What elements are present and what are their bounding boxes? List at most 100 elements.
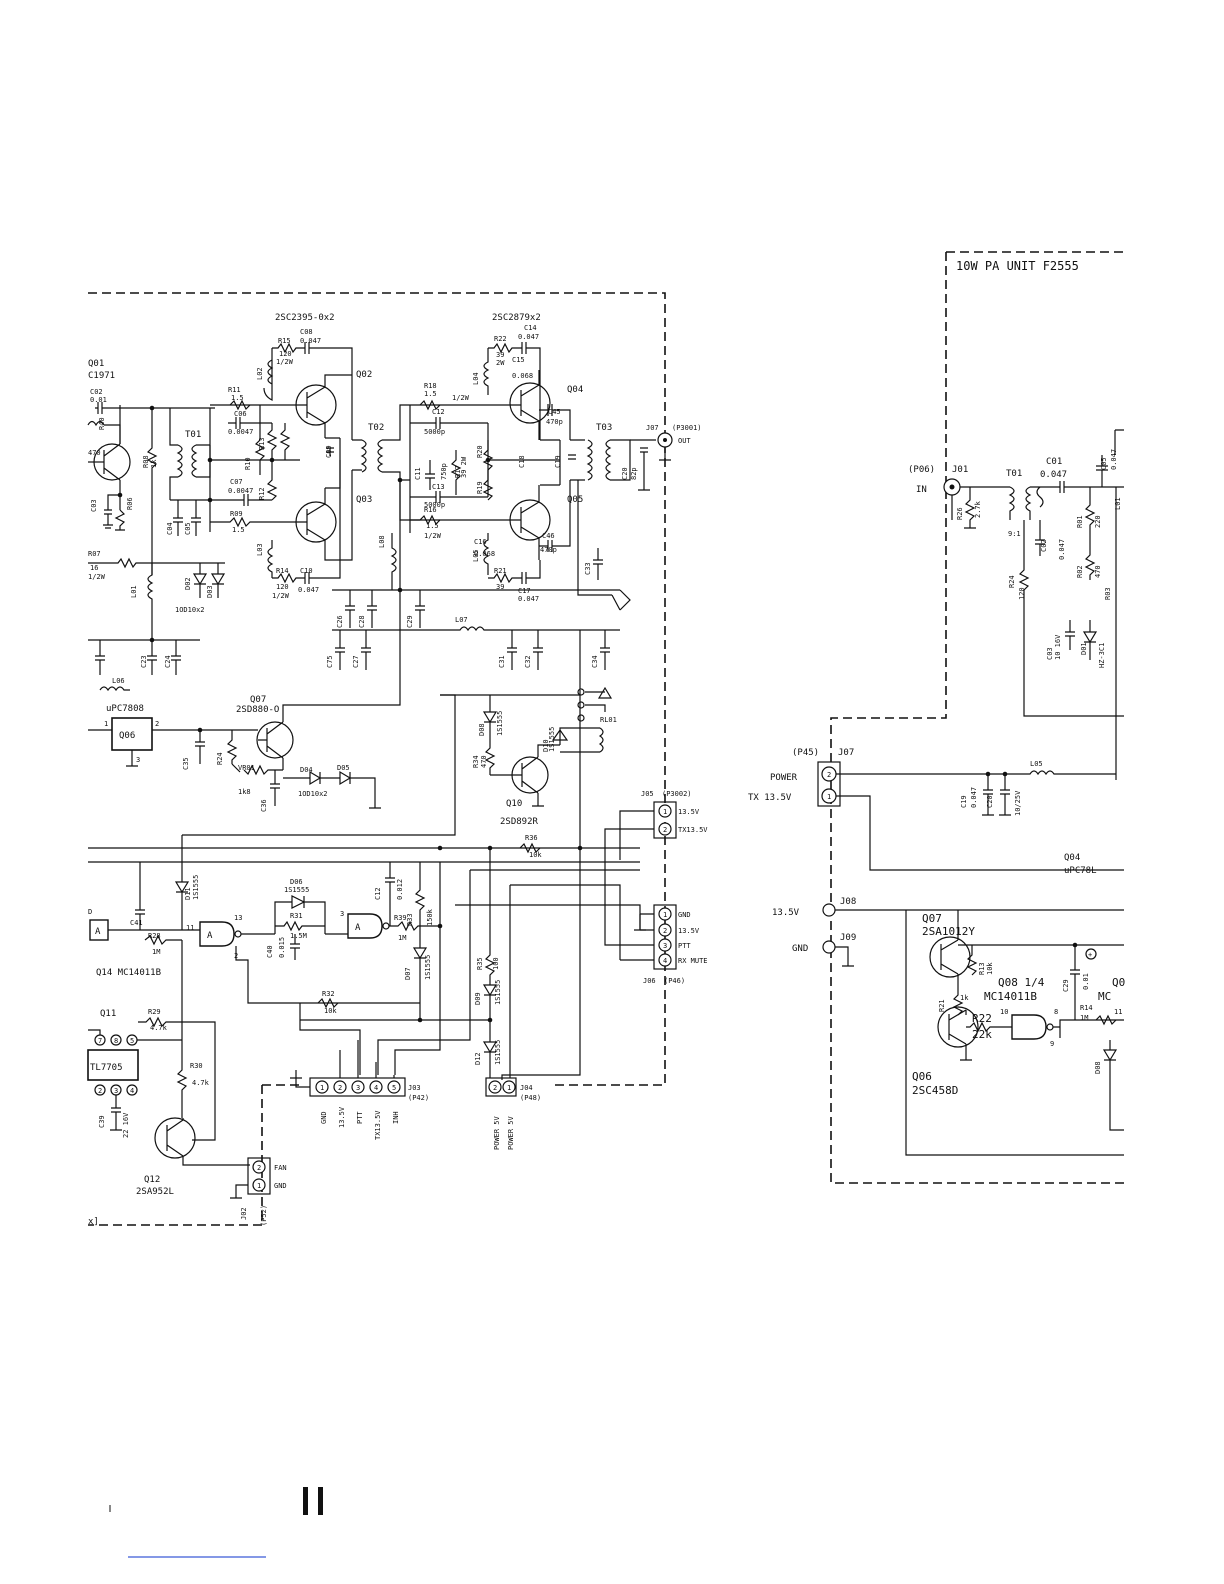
svg-text:3: 3 xyxy=(114,1087,118,1095)
svg-text:D08: D08 xyxy=(1094,1061,1102,1074)
svg-text:13.5V: 13.5V xyxy=(772,908,800,918)
svg-text:C12: C12 xyxy=(374,887,382,900)
svg-text:2SC2879x2: 2SC2879x2 xyxy=(492,313,541,323)
svg-text:Q10: Q10 xyxy=(506,799,522,809)
svg-text:39: 39 xyxy=(496,583,504,591)
svg-text:0.047: 0.047 xyxy=(1040,470,1067,480)
svg-text:100: 100 xyxy=(492,957,500,970)
svg-text:1OD10x2: 1OD10x2 xyxy=(175,606,205,614)
rb-nand-gate xyxy=(1011,1014,1047,1040)
svg-text:2W: 2W xyxy=(496,359,505,367)
svg-text:C26: C26 xyxy=(336,615,344,628)
svg-text:82p: 82p xyxy=(630,467,638,480)
svg-text:R18: R18 xyxy=(424,382,437,390)
svg-text:2: 2 xyxy=(663,927,667,935)
svg-text:1S1555: 1S1555 xyxy=(424,955,432,980)
svg-text:1/2W: 1/2W xyxy=(276,358,294,366)
svg-text:2.7k: 2.7k xyxy=(974,500,982,518)
svg-text:C09: C09 xyxy=(325,445,333,458)
svg-text:R21: R21 xyxy=(494,567,507,575)
q04-q05-stage: 2SC2879x2 C14 0.047 R22 39 2W C15 0.068 … xyxy=(409,313,612,603)
svg-text:R20: R20 xyxy=(476,445,484,458)
svg-text:C07: C07 xyxy=(230,478,243,486)
svg-text:C11: C11 xyxy=(414,467,422,480)
svg-text:R03: R03 xyxy=(1104,587,1112,600)
svg-text:C40: C40 xyxy=(266,945,274,958)
svg-text:13.5V: 13.5V xyxy=(338,1106,346,1128)
svg-text:L08: L08 xyxy=(378,535,386,548)
svg-text:120: 120 xyxy=(1018,587,1026,600)
svg-text:C02: C02 xyxy=(1040,539,1048,552)
svg-text:GND: GND xyxy=(678,911,691,919)
svg-text:T02: T02 xyxy=(368,423,384,433)
svg-text:8: 8 xyxy=(1054,1008,1058,1016)
svg-text:R22: R22 xyxy=(494,335,507,343)
svg-text:J07: J07 xyxy=(646,424,659,432)
svg-text:R06: R06 xyxy=(126,497,134,510)
svg-text:D06: D06 xyxy=(290,878,303,886)
svg-text:R24: R24 xyxy=(1008,575,1016,588)
svg-text:11: 11 xyxy=(1114,1008,1122,1016)
svg-text:GND: GND xyxy=(792,944,808,954)
svg-text:T01: T01 xyxy=(185,430,201,440)
svg-text:POWER 5V: POWER 5V xyxy=(493,1115,501,1150)
svg-text:(P52): (P52) xyxy=(260,1205,268,1226)
svg-text:J06: J06 xyxy=(643,977,656,985)
svg-text:C32: C32 xyxy=(524,655,532,668)
svg-text:R34: R34 xyxy=(472,755,480,768)
svg-text:INH: INH xyxy=(392,1111,400,1124)
q01-ref: Q01 xyxy=(88,359,104,369)
svg-text:5000p: 5000p xyxy=(424,501,445,509)
rb-q06-symbol xyxy=(937,1006,979,1048)
svg-text:C08: C08 xyxy=(300,328,313,336)
svg-text:Q02: Q02 xyxy=(356,370,372,380)
svg-text:C13: C13 xyxy=(432,483,445,491)
rb-q07-symbol xyxy=(929,936,971,978)
svg-text:2: 2 xyxy=(98,1087,102,1095)
svg-text:1k: 1k xyxy=(960,994,969,1002)
svg-text:0.047: 0.047 xyxy=(298,586,319,594)
svg-text:D08: D08 xyxy=(478,723,486,736)
svg-text:J09: J09 xyxy=(840,933,856,943)
svg-text:R28: R28 xyxy=(148,932,161,940)
j03-connector: 1 2 3 4 5 J03 (P42) GND 13.5V PTT TX13.5… xyxy=(290,1040,429,1140)
svg-text:3: 3 xyxy=(356,1084,360,1092)
svg-text:L03: L03 xyxy=(256,543,264,556)
svg-text:Q05: Q05 xyxy=(567,495,583,505)
svg-text:J02: J02 xyxy=(240,1207,248,1220)
svg-text:10k: 10k xyxy=(529,851,542,859)
svg-text:2SA1012Y: 2SA1012Y xyxy=(922,925,975,938)
svg-text:22 16V: 22 16V xyxy=(122,1112,130,1138)
svg-text:4: 4 xyxy=(663,957,667,965)
right-board-title: 10W PA UNIT F2555 xyxy=(956,259,1079,273)
svg-text:7: 7 xyxy=(98,1037,102,1045)
q01-stage: Q01 C1971 470 C02 0.01 R40 C03 R06 R08 1… xyxy=(87,359,215,575)
svg-text:150k: 150k xyxy=(426,908,434,926)
svg-text:PTT: PTT xyxy=(678,942,691,950)
svg-text:C10: C10 xyxy=(300,567,313,575)
svg-text:C01: C01 xyxy=(1046,457,1062,467)
svg-text:D01: D01 xyxy=(1080,642,1088,655)
svg-text:R10: R10 xyxy=(244,457,252,470)
svg-text:1S1555: 1S1555 xyxy=(494,980,502,1005)
svg-text:10 16V: 10 16V xyxy=(1054,634,1062,660)
svg-text:C46: C46 xyxy=(542,532,555,540)
left-board-frame xyxy=(88,292,666,1226)
svg-text:10: 10 xyxy=(1000,1008,1008,1016)
svg-text:R14: R14 xyxy=(276,567,289,575)
svg-text:(P3002): (P3002) xyxy=(662,790,692,798)
svg-text:0.012: 0.012 xyxy=(396,879,404,900)
svg-text:VR01: VR01 xyxy=(238,764,255,772)
svg-text:R39: R39 xyxy=(394,914,407,922)
svg-text:Q0: Q0 xyxy=(1112,976,1125,989)
relay-q10: RL01 D10 1S1555 D08 1S1555 R34 470 Q10 2… xyxy=(440,686,617,827)
j06-connector: 1 2 3 4 GND 13.5V PTT RX MUTE J06 (P46) xyxy=(620,904,708,985)
svg-text:10k: 10k xyxy=(986,962,994,975)
svg-text:R32: R32 xyxy=(322,990,335,998)
svg-text:TX13.5V: TX13.5V xyxy=(374,1110,382,1140)
svg-text:C28: C28 xyxy=(358,615,366,628)
svg-text:10k: 10k xyxy=(324,1007,337,1015)
svg-text:4: 4 xyxy=(374,1084,378,1092)
svg-text:1M: 1M xyxy=(1080,1014,1088,1022)
